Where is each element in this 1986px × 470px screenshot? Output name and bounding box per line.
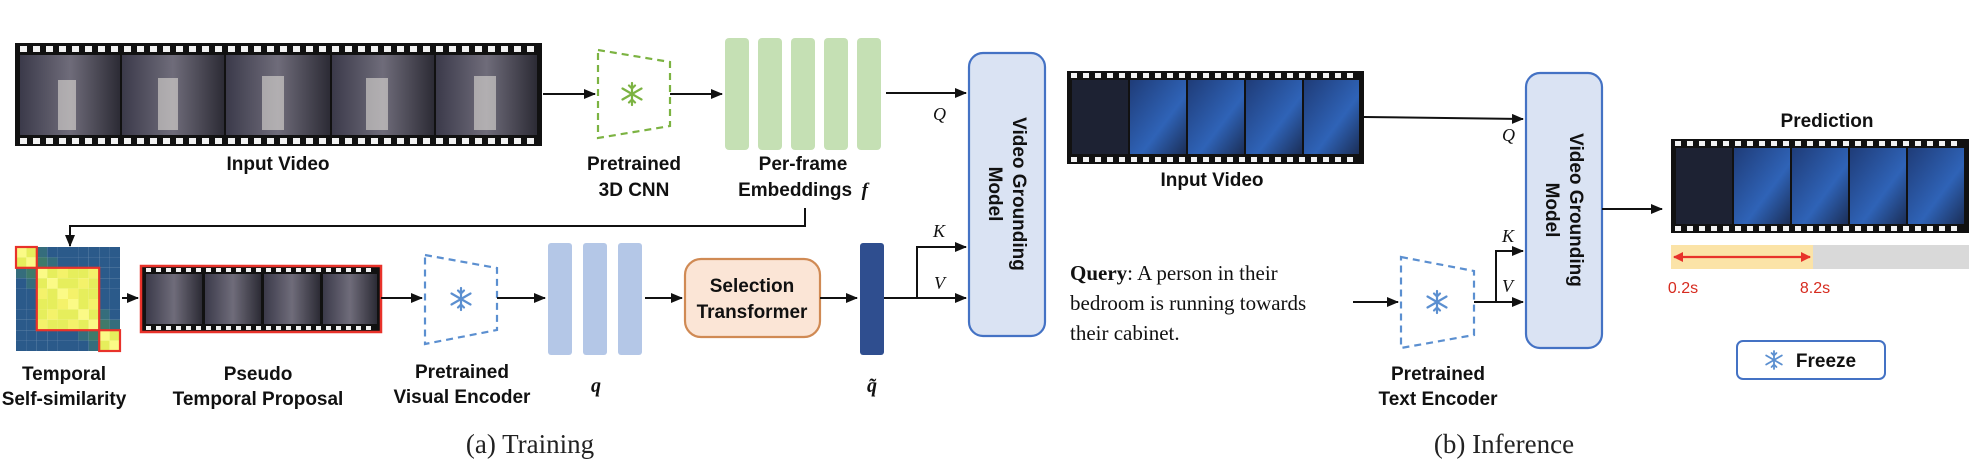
arrow-text-encoder-to-grounding-K <box>1495 246 1524 302</box>
ssm-label-1: Temporal <box>22 364 106 385</box>
text-enc-label-1: Pretrained <box>1391 364 1485 385</box>
prediction-end-time: 8.2s <box>1800 280 1830 297</box>
inference-input-video-label: Input Video <box>1160 170 1263 191</box>
film-perforations <box>1071 73 1353 162</box>
svg-text:Query: A person in their: Query: A person in their <box>1070 261 1278 285</box>
query-bold-label: Query <box>1070 261 1128 285</box>
query-text: Query: A person in their bedroom is runn… <box>1070 261 1306 345</box>
prediction-timeline <box>1671 245 1969 269</box>
inference-V-label: V <box>1502 276 1515 296</box>
training-video-grounding-model: Video Grounding Model <box>967 51 1047 338</box>
training-grounding-label-2: Model <box>984 167 1005 222</box>
inference-input-video <box>1067 71 1364 164</box>
selection-label-1: Selection <box>710 276 794 297</box>
query-line-3: their cabinet. <box>1070 321 1180 345</box>
arrow-q-tilde-to-grounding-K <box>916 242 967 298</box>
text-enc-label-2: Text Encoder <box>1379 389 1499 410</box>
pretrained-visual-encoder <box>423 253 499 346</box>
arrow-inference-video-to-grounding-Q <box>1363 113 1524 124</box>
training-V-label: V <box>934 273 947 293</box>
pretrained-text-encoder <box>1399 255 1476 350</box>
embed-label-2: Embeddings <box>738 180 852 201</box>
inference-K-label: K <box>1501 226 1515 246</box>
proposal-label-1: Pseudo <box>224 364 293 385</box>
pseudo-temporal-proposal <box>139 264 383 334</box>
ssm-label-2: Self-similarity <box>2 389 127 410</box>
prediction-label: Prediction <box>1781 111 1874 132</box>
prediction-start-time: 0.2s <box>1668 280 1698 297</box>
inference-video-grounding-model: Video Grounding Model <box>1524 71 1604 350</box>
film-perforations <box>20 46 534 144</box>
query-line-1: : A person in their <box>1127 261 1278 285</box>
visual-enc-label-1: Pretrained <box>415 362 509 383</box>
arrow-embeddings-to-self-similarity <box>65 208 806 247</box>
selection-label-2: Transformer <box>697 302 808 323</box>
visual-enc-label-2: Visual Encoder <box>394 387 532 408</box>
query-features-q <box>548 243 642 355</box>
selected-query-q-tilde <box>860 243 884 355</box>
selection-transformer <box>683 257 822 339</box>
training-input-video-label: Input Video <box>226 154 329 175</box>
embed-symbol-f: f <box>862 180 870 201</box>
inference-grounding-label-1: Video Grounding <box>1565 133 1586 287</box>
freeze-label: Freeze <box>1796 351 1856 372</box>
inference-grounding-label-2: Model <box>1541 183 1562 238</box>
freeze-legend <box>1736 340 1886 380</box>
training-Q-label: Q <box>933 104 946 124</box>
pretrained-3d-cnn <box>596 48 672 140</box>
q-tilde-symbol: q̃ <box>867 375 877 397</box>
cnn-label-1: Pretrained <box>587 154 681 175</box>
embed-label-1: Per-frame <box>759 154 848 175</box>
svg-text:Embeddings f: Embeddings f <box>738 180 869 201</box>
inference-Q-label: Q <box>1502 125 1515 145</box>
cnn-label-2: 3D CNN <box>599 180 670 201</box>
query-line-2: bedroom is running towards <box>1070 291 1306 315</box>
per-frame-embeddings <box>725 38 881 150</box>
caption-training: (a) Training <box>466 429 594 459</box>
film-perforations <box>146 268 371 330</box>
prediction-video <box>1671 139 1969 233</box>
proposal-label-2: Temporal Proposal <box>173 389 344 410</box>
q-symbol: q <box>591 375 601 397</box>
training-grounding-label-1: Video Grounding <box>1008 117 1029 271</box>
training-input-video: /* perforations drawn below */ <box>15 43 542 146</box>
temporal-self-similarity-matrix <box>14 245 122 353</box>
training-K-label: K <box>932 221 946 241</box>
caption-inference: (b) Inference <box>1434 429 1574 459</box>
film-perforations <box>1675 141 1957 231</box>
